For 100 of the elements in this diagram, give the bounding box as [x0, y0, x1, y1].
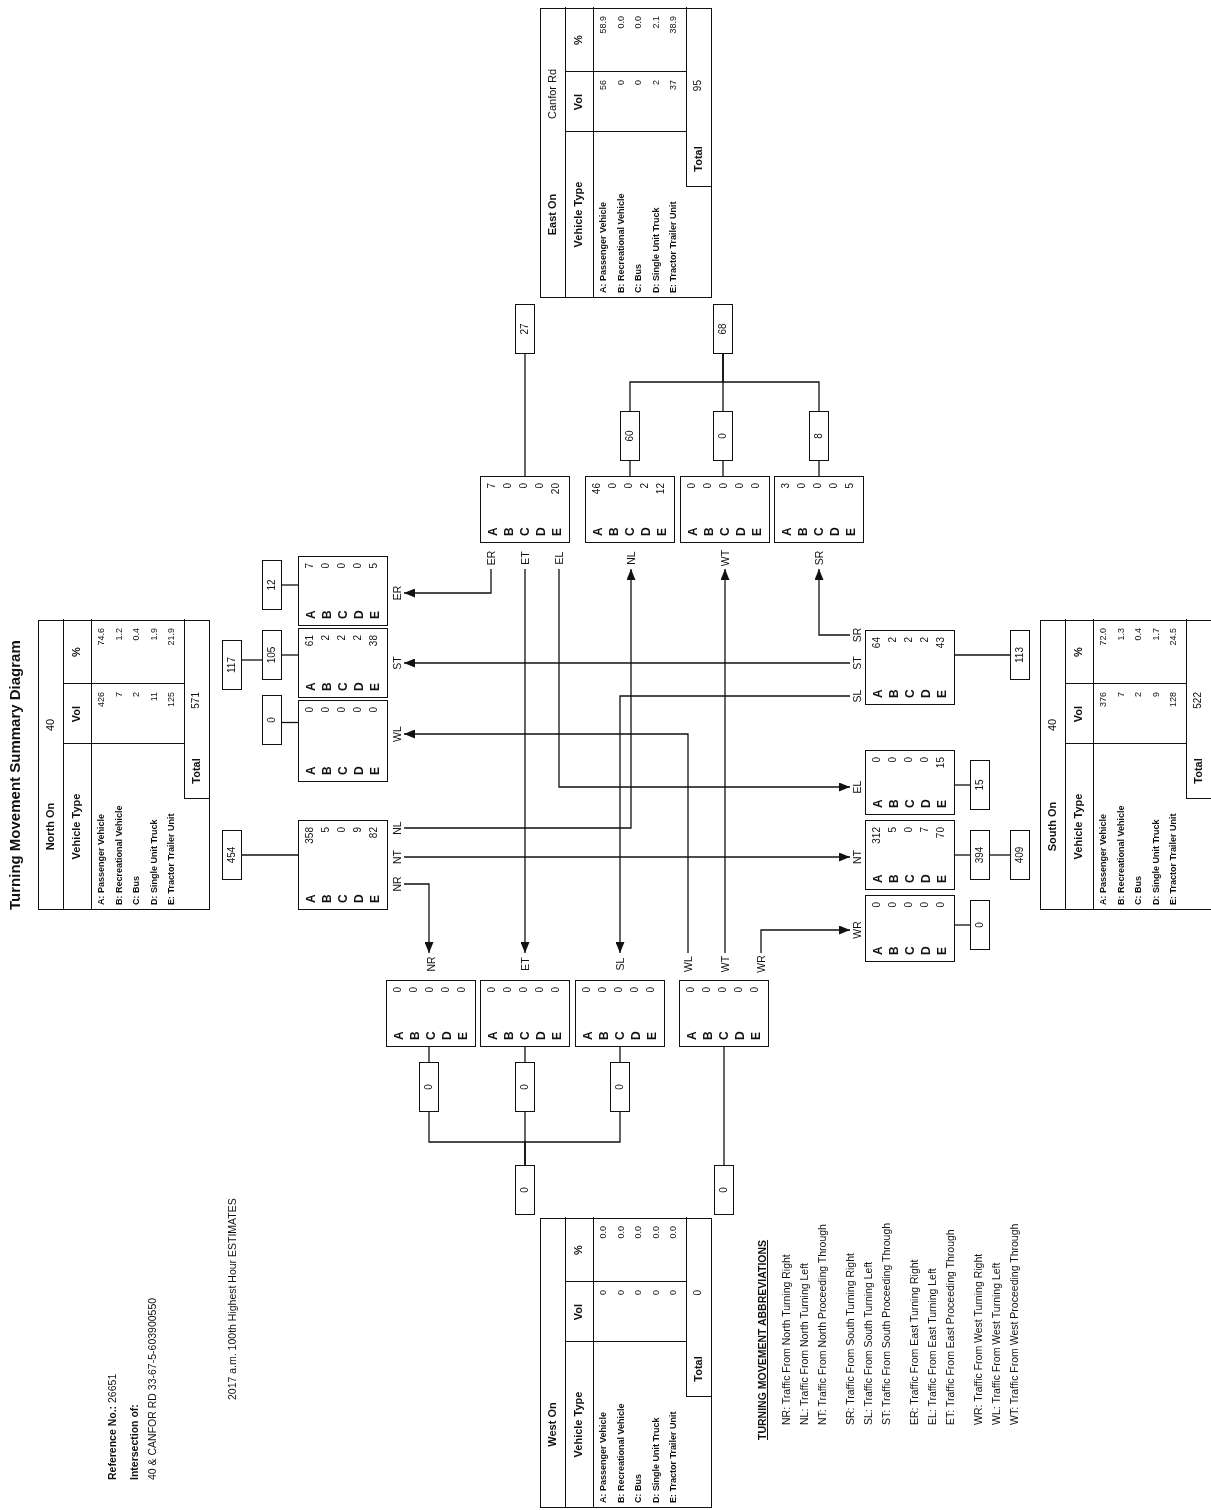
arrow — [760, 925, 851, 954]
vehicle-class-letter: B — [701, 1031, 715, 1040]
vehicle-class-letter: A — [686, 527, 700, 536]
vehicle-class-letter: B — [320, 610, 334, 619]
vehicle-class-letter: C — [336, 610, 350, 619]
movement-label: SL — [850, 685, 864, 707]
count-value: 0 — [336, 563, 347, 569]
movement-label: NL — [390, 817, 404, 839]
volume-total-box: 0 — [419, 1062, 439, 1112]
vehicle-class-letter: E — [750, 528, 764, 536]
count-value: 2 — [320, 635, 331, 641]
summary-table — [38, 620, 210, 910]
movement-label: ST — [850, 652, 864, 674]
count-value: 15 — [935, 757, 946, 769]
count-value: 0 — [717, 987, 728, 993]
volume-value: 56 — [598, 80, 608, 92]
count-value: 0 — [828, 483, 839, 489]
vehicle-type: A: Passenger Vehicle — [598, 201, 608, 293]
count-value: 43 — [935, 637, 946, 649]
count-value: 5 — [887, 827, 898, 833]
count-value: 0 — [623, 483, 634, 489]
table-header: South On — [1046, 800, 1058, 854]
movement-label: WR — [754, 953, 768, 975]
vehicle-class-letter: A — [304, 894, 318, 903]
summary-table — [540, 1218, 712, 1508]
volume-value: 37 — [668, 80, 678, 92]
percent-value: 0.0 — [650, 1226, 661, 1241]
count-value: 0 — [812, 483, 823, 489]
vehicle-class-letter: D — [352, 766, 366, 775]
count-value: 0 — [534, 987, 545, 993]
percent-value: 1.9 — [148, 628, 159, 643]
table-header: West On — [546, 1401, 558, 1449]
count-value: 0 — [613, 987, 624, 993]
volume-value: 0 — [633, 1290, 643, 1297]
vehicle-class-letter: A — [871, 689, 885, 698]
summary-table — [540, 8, 712, 298]
vehicle-class-letter: E — [368, 895, 382, 903]
vehicle-class-letter: E — [550, 1032, 564, 1040]
vehicle-type: E: Tractor Trailer Unit — [668, 1411, 678, 1503]
movement-label: NR — [424, 953, 438, 975]
count-value: 0 — [534, 483, 545, 489]
count-value: 82 — [368, 827, 379, 839]
volume-value: 7 — [1115, 692, 1126, 699]
vehicle-class-letter: C — [717, 1031, 731, 1040]
movement-count-box — [680, 476, 770, 543]
vehicle-type: C: Bus — [633, 1474, 643, 1503]
count-value: 0 — [518, 987, 529, 993]
vehicle-class-letter: C — [903, 874, 917, 883]
vehicle-class-letter: B — [320, 766, 334, 775]
count-value: 0 — [368, 707, 379, 713]
vehicle-class-letter: C — [623, 527, 637, 536]
movement-label: WR — [850, 919, 864, 941]
count-value: 0 — [919, 902, 930, 908]
movement-count-box — [865, 895, 955, 962]
percent-value: 0.0 — [598, 1226, 608, 1241]
column-header: Vol — [1072, 704, 1084, 725]
connector-line — [954, 784, 971, 786]
movement-label: WT — [718, 953, 732, 975]
vehicle-class-letter: C — [336, 766, 350, 775]
arrow — [520, 568, 530, 954]
abbreviation-note: NL: Traffic From North Turning Left — [798, 1262, 810, 1425]
note-text: Reference No.: 26651 — [106, 1373, 118, 1480]
movement-label: ST — [390, 652, 404, 674]
abbreviation-note: ET: Traffic From East Proceeding Through — [944, 1229, 956, 1425]
vehicle-type: A: Passenger Vehicle — [1098, 813, 1108, 905]
count-value: 0 — [518, 483, 529, 489]
vehicle-class-letter: B — [320, 682, 334, 691]
vehicle-type: C: Bus — [633, 264, 643, 293]
volume-value: 0 — [668, 1290, 678, 1297]
vehicle-class-letter: A — [685, 1031, 699, 1040]
count-value: 12 — [655, 483, 666, 495]
percent-value: 1.3 — [1115, 628, 1126, 643]
volume-total-box: 68 — [713, 304, 733, 354]
arrow — [558, 568, 851, 792]
total-value: 571 — [190, 692, 201, 711]
count-value: 358 — [304, 827, 315, 844]
count-value: 0 — [581, 987, 592, 993]
vehicle-class-letter: C — [424, 1031, 438, 1040]
connector-line — [619, 1046, 621, 1063]
connector-line — [722, 460, 724, 477]
movement-count-box — [575, 980, 665, 1047]
vehicle-class-letter: D — [639, 527, 653, 536]
total-label: Total — [692, 1355, 704, 1384]
volume-value: 0 — [615, 80, 626, 87]
vehicle-class-letter: E — [368, 611, 382, 619]
note-text: 2017 a.m. 100th Highest Hour ESTIMATES — [226, 1198, 238, 1400]
count-value: 3 — [780, 483, 791, 489]
movement-label: ER — [390, 582, 404, 604]
vehicle-class-letter: E — [550, 528, 564, 536]
volume-value: 11 — [148, 692, 159, 704]
movement-count-box — [298, 820, 388, 910]
volume-value: 2 — [650, 80, 661, 87]
vehicle-class-letter: E — [935, 947, 949, 955]
vehicle-class-letter: A — [304, 766, 318, 775]
connector-line — [818, 460, 820, 477]
count-value: 0 — [686, 483, 697, 489]
vehicle-class-letter: A — [871, 946, 885, 955]
vehicle-class-letter: D — [534, 1031, 548, 1040]
count-value: 7 — [919, 827, 930, 833]
vehicle-type: B: Recreational Vehicle — [615, 193, 626, 293]
